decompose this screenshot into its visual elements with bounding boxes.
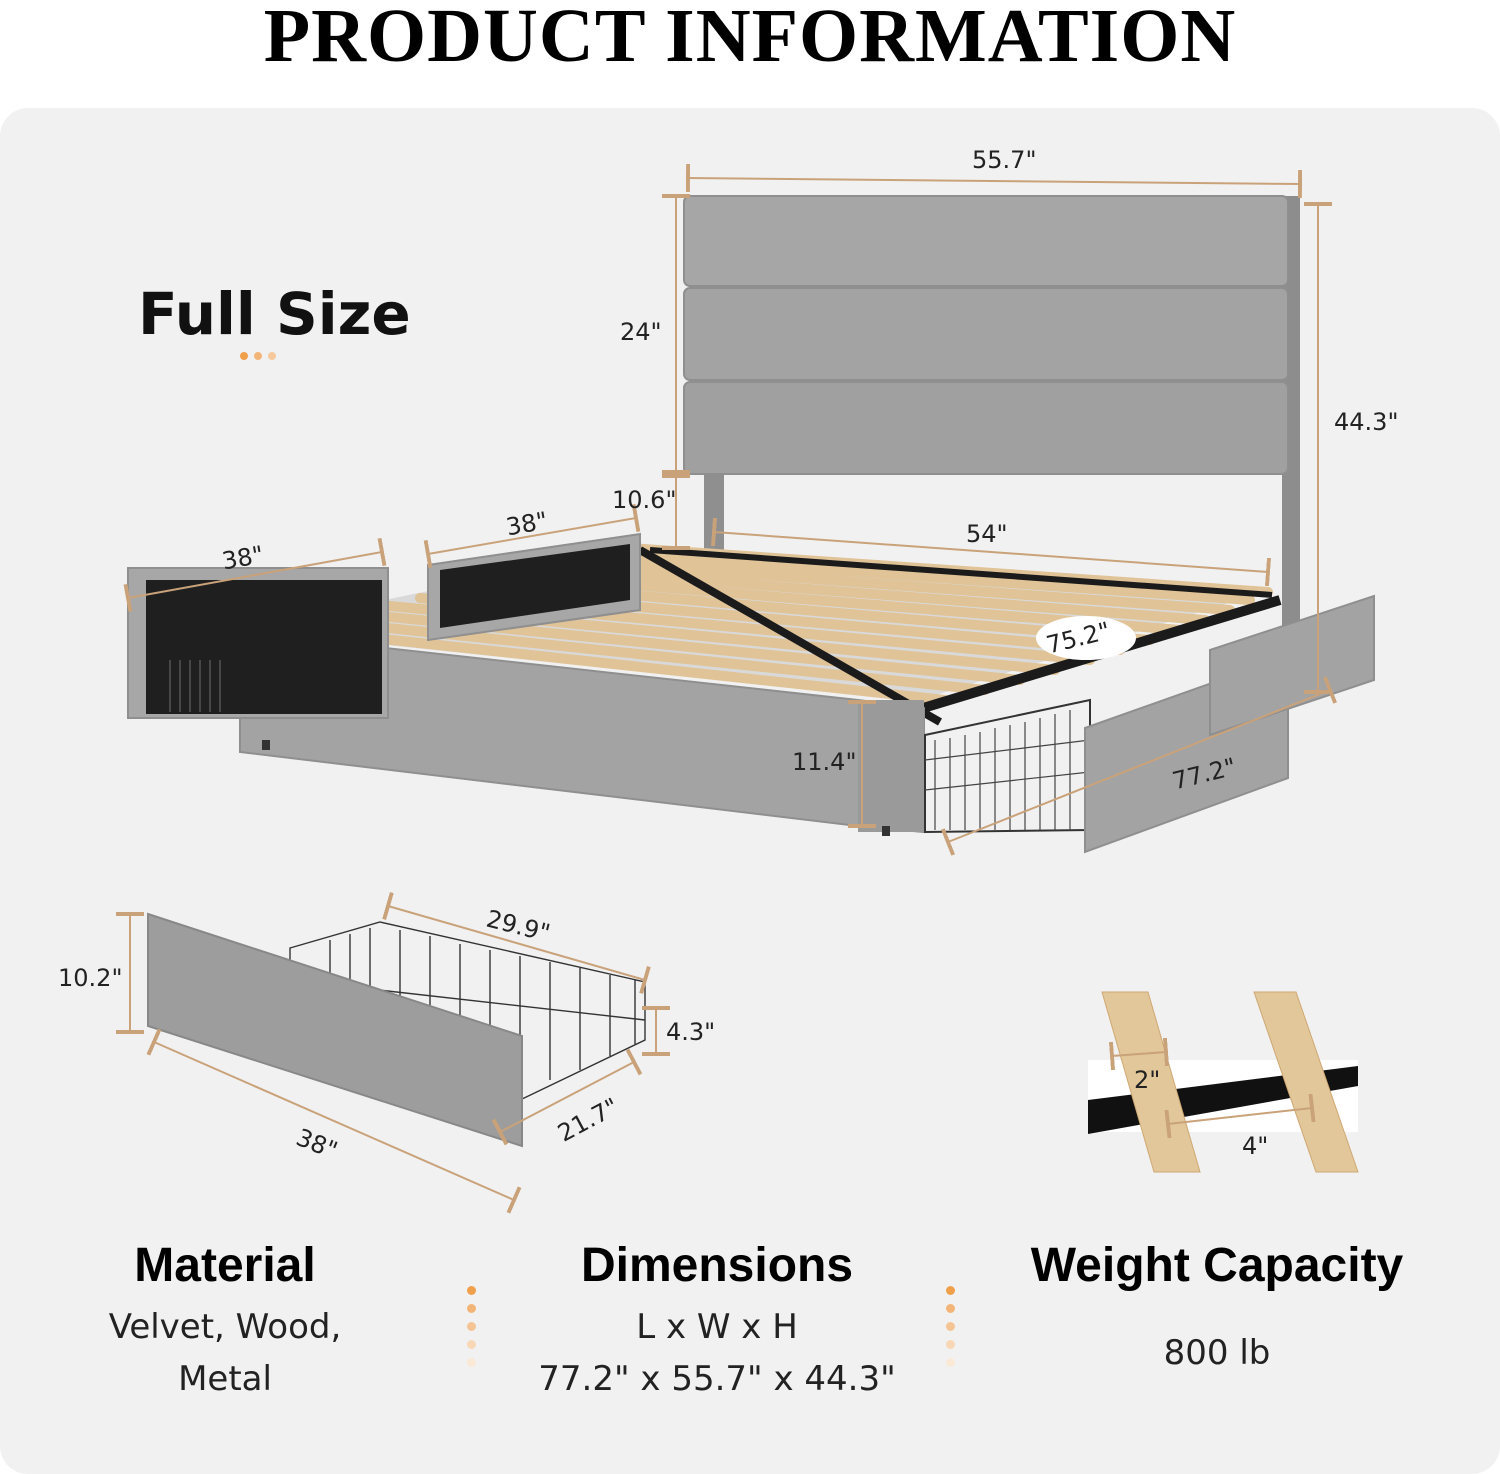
spec-weight-line-1: 800 lb xyxy=(1163,1333,1271,1373)
dim-headboard-height: 24" xyxy=(620,318,662,346)
dim-side-rail-height: 11.4" xyxy=(792,748,857,776)
dim-basket-height: 4.3" xyxy=(666,1018,716,1046)
spec-dimensions-line-2: 77.2" x 55.7" x 44.3" xyxy=(538,1359,896,1399)
spec-weight-capacity: Weight Capacity 800 lb xyxy=(1000,1238,1434,1379)
dim-slat-width: 2" xyxy=(1134,1066,1161,1094)
dimension-lines xyxy=(123,163,1338,856)
spec-dimensions: Dimensions L x W x H 77.2" x 55.7" x 44.… xyxy=(520,1238,914,1405)
spec-material-line-1: Velvet, Wood, xyxy=(108,1307,342,1347)
spec-material: Material Velvet, Wood, Metal xyxy=(70,1238,380,1405)
spec-material-heading: Material xyxy=(134,1239,316,1292)
dim-inner-width: 54" xyxy=(966,520,1008,548)
divider-dots-1 xyxy=(467,1286,476,1367)
drawer-detail xyxy=(116,891,670,1214)
dim-headboard-width: 55.7" xyxy=(972,146,1037,174)
size-label: Full Size xyxy=(138,280,411,348)
dim-drawer-height: 10.2" xyxy=(58,964,123,992)
dim-leg-clearance: 10.6" xyxy=(612,486,677,514)
slat-detail xyxy=(1088,991,1359,1173)
spec-dimensions-heading: Dimensions xyxy=(580,1239,854,1292)
dim-slat-gap: 4" xyxy=(1242,1132,1269,1160)
dim-total-height: 44.3" xyxy=(1334,408,1399,436)
spec-weight-heading: Weight Capacity xyxy=(1030,1239,1404,1292)
spec-dimensions-line-1: L x W x H xyxy=(636,1307,798,1347)
spec-material-line-2: Metal xyxy=(178,1359,272,1399)
accent-dots xyxy=(240,352,276,360)
page-title: PRODUCT INFORMATION xyxy=(263,0,1237,78)
divider-dots-2 xyxy=(946,1286,955,1367)
inner-length-badge xyxy=(1036,616,1136,660)
